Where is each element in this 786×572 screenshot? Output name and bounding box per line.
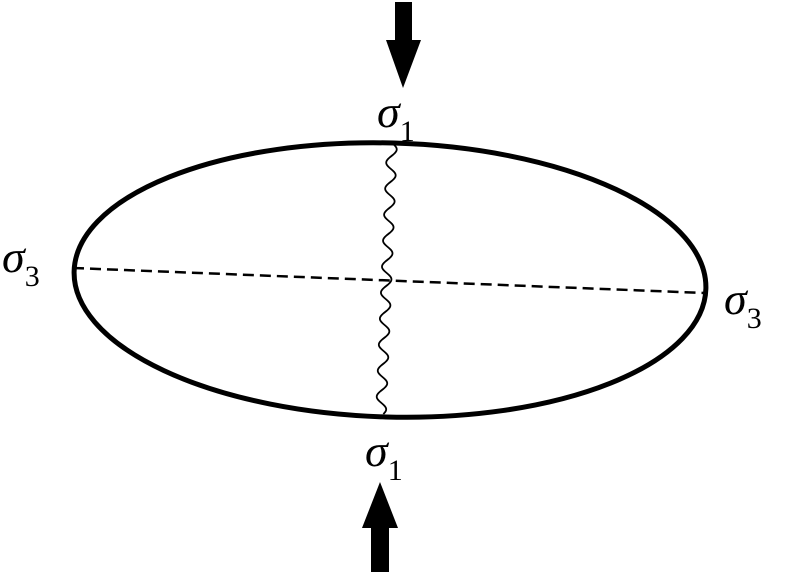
- sigma1-bottom-symbol: σ: [365, 425, 390, 476]
- strain-ellipse: [71, 140, 709, 420]
- top-arrow-shaft: [395, 2, 412, 42]
- bottom-compression-arrow: [362, 482, 398, 572]
- sigma3-left-label: σ3: [2, 231, 40, 293]
- sigma3-dashed-axis: [72, 266, 706, 295]
- sigma1-top-symbol: σ: [377, 86, 402, 137]
- bottom-arrow-shaft: [371, 526, 389, 572]
- sigma1-bottom-subscript: 1: [388, 454, 403, 487]
- bottom-arrow-head: [362, 482, 398, 528]
- wavy-fracture-line: [375, 142, 398, 415]
- sigma1-top-subscript: 1: [400, 115, 415, 148]
- sigma3-right-symbol: σ: [724, 273, 749, 324]
- sigma1-top-label: σ1: [377, 86, 415, 148]
- top-compression-arrow: [386, 2, 421, 88]
- top-arrow-head: [386, 40, 421, 88]
- sigma3-left-subscript: 3: [25, 260, 40, 293]
- sigma3-right-subscript: 3: [747, 302, 762, 335]
- sigma3-right-label: σ3: [724, 273, 762, 335]
- sigma1-bottom-label: σ1: [365, 425, 403, 487]
- sigma3-left-symbol: σ: [2, 231, 27, 282]
